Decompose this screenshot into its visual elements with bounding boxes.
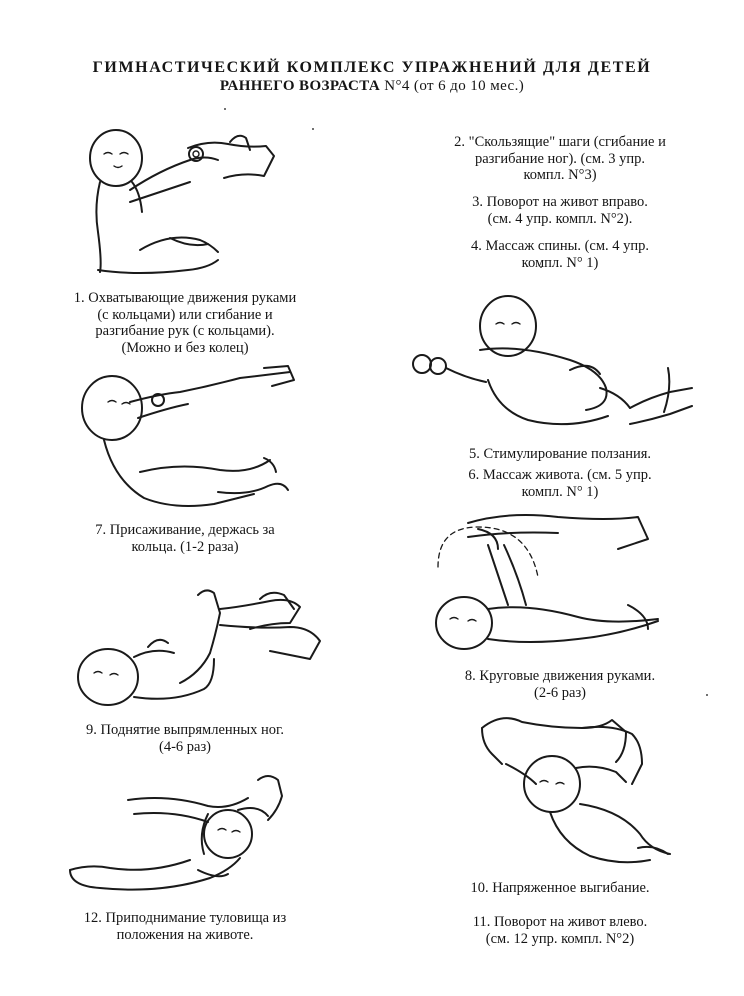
caption-6-line: компл. N° 1) xyxy=(521,483,599,500)
caption-2-line: 2. "Скользящие" шаги (сгибание и xyxy=(454,134,666,150)
caption-12-line: 12. Приподнимание туловища из xyxy=(83,910,287,926)
caption-9: 9. Поднятие выпрямленных ног. (4-6 раз) xyxy=(60,722,310,755)
caption-9-line: (4-6 раз) xyxy=(158,738,212,755)
caption-11-line: 11. Поворот на живот влево. xyxy=(472,914,648,930)
baby-leg-raising-figure xyxy=(70,585,332,713)
title-line-2-caps: РАННЕГО ВОЗРАСТА xyxy=(219,78,381,94)
caption-1-line: 1. Охватывающие движения руками xyxy=(73,290,297,306)
caption-3: 3. Поворот на живот вправо. (см. 4 упр. … xyxy=(425,194,695,227)
caption-12-line: положения на животе. xyxy=(116,926,254,943)
caption-6: 6. Массаж живота. (см. 5 упр. компл. N° … xyxy=(425,467,695,500)
baby-sitting-with-rings-figure xyxy=(70,120,280,285)
caption-4-line: 4. Массаж спины. (см. 4 упр. xyxy=(470,238,650,254)
caption-7: 7. Присаживание, держась за кольца. (1-2… xyxy=(60,522,310,555)
caption-8-line: (2-6 раз) xyxy=(533,684,587,701)
scan-speck xyxy=(540,266,542,268)
caption-2: 2. "Скользящие" шаги (сгибание и разгиба… xyxy=(425,134,695,184)
caption-1: 1. Охватывающие движения руками (с кольц… xyxy=(60,290,310,356)
title-line-2-rest: N°4 (от 6 до 10 мес.) xyxy=(380,78,525,94)
caption-11-line: (см. 12 упр. компл. N°2) xyxy=(485,930,635,947)
scan-speck xyxy=(224,108,226,110)
caption-3-line: 3. Поворот на живот вправо. xyxy=(472,194,648,210)
caption-11: 11. Поворот на живот влево. (см. 12 упр.… xyxy=(425,914,695,947)
baby-sitting-up-with-rings-figure xyxy=(68,362,300,520)
caption-7-line: 7. Присаживание, держась за xyxy=(95,522,275,538)
caption-8: 8. Круговые движения руками. (2-6 раз) xyxy=(425,668,695,701)
scan-speck xyxy=(312,128,314,130)
caption-7-line: кольца. (1-2 раза) xyxy=(131,538,239,555)
caption-10: 10. Напряженное выгибание. xyxy=(425,880,695,897)
caption-6-line: 6. Массаж живота. (см. 5 упр. xyxy=(468,467,652,483)
baby-crawling-figure xyxy=(400,288,700,448)
title-line-2: РАННЕГО ВОЗРАСТА N°4 (от 6 до 10 мес.) xyxy=(60,77,684,96)
baby-circular-arm-movements-figure xyxy=(428,505,688,665)
caption-5-line: 5. Стимулирование ползания. xyxy=(468,446,652,462)
caption-12: 12. Приподнимание туловища из положения … xyxy=(60,910,310,943)
page-title: ГИМНАСТИЧЕСКИЙ КОМПЛЕКС УПРАЖНЕНИЙ ДЛЯ Д… xyxy=(60,58,684,96)
caption-5: 5. Стимулирование ползания. xyxy=(425,446,695,463)
caption-10-line: 10. Напряженное выгибание. xyxy=(470,880,650,896)
caption-1-line: (с кольцами) или сгибание и xyxy=(97,306,273,323)
baby-lifting-torso-figure xyxy=(58,770,308,910)
caption-3-line: (см. 4 упр. компл. N°2). xyxy=(487,210,633,227)
caption-1-line: разгибание рук (с кольцами). xyxy=(95,323,275,339)
baby-arching-figure xyxy=(462,708,684,878)
caption-2-line: разгибание ног). (см. 3 упр. xyxy=(475,150,645,167)
caption-4: 4. Массаж спины. (см. 4 упр. компл. N° 1… xyxy=(425,238,695,271)
caption-1-line: (Можно и без колец) xyxy=(121,339,249,356)
caption-9-line: 9. Поднятие выпрямленных ног. xyxy=(86,722,284,738)
caption-8-line: 8. Круговые движения руками. xyxy=(464,668,656,684)
caption-2-line: компл. N°3) xyxy=(523,167,597,183)
caption-4-line: компл. N° 1) xyxy=(521,254,599,271)
title-line-1: ГИМНАСТИЧЕСКИЙ КОМПЛЕКС УПРАЖНЕНИЙ ДЛЯ Д… xyxy=(92,59,652,76)
scan-speck xyxy=(706,694,708,696)
